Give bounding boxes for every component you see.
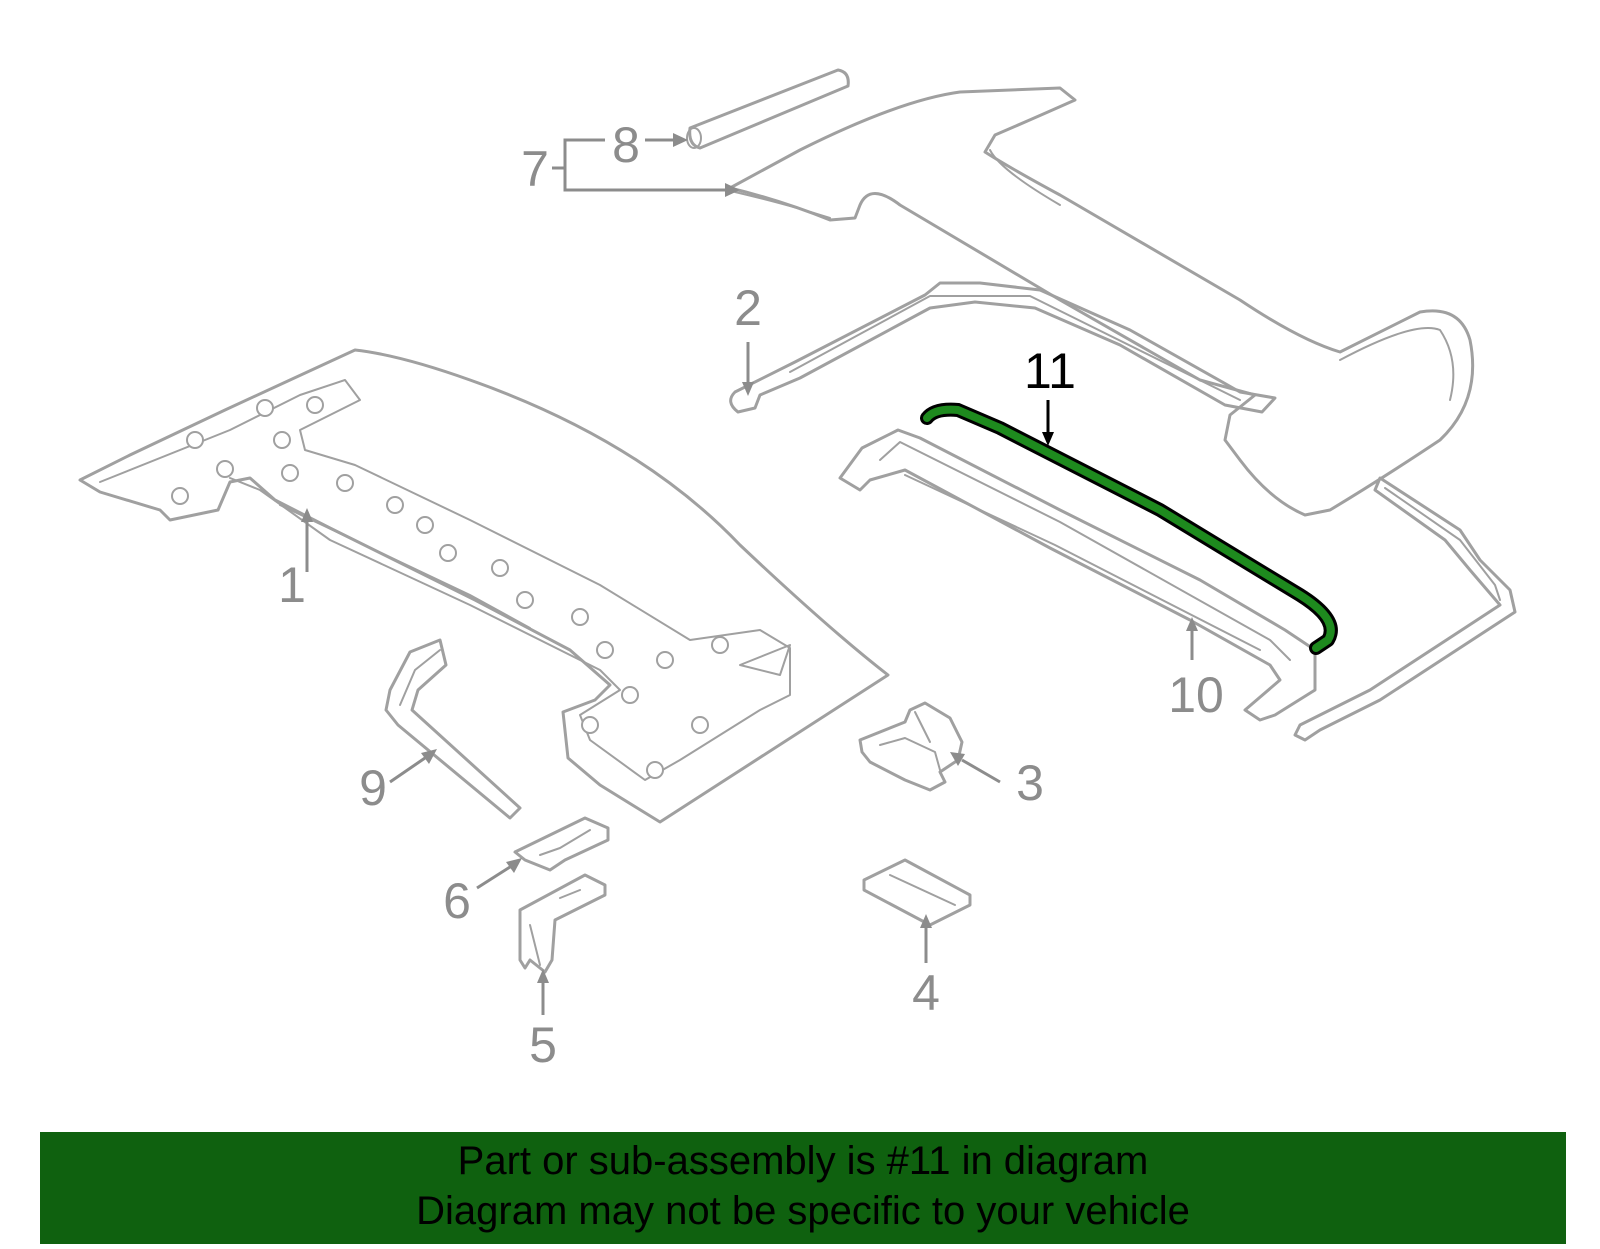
callout-1: 1 (278, 557, 306, 613)
part-8-rod (686, 68, 850, 150)
banner-line-2: Diagram may not be specific to your vehi… (416, 1189, 1190, 1233)
part-4-plate (862, 858, 972, 927)
callout-5: 5 (529, 1017, 557, 1073)
callout-3: 3 (1016, 755, 1044, 811)
callout-7: 7 (521, 141, 549, 197)
callout-10: 10 (1168, 667, 1224, 723)
part-long-side-seal (1293, 476, 1517, 742)
part-2-seal (729, 281, 1277, 414)
part-1-panel (78, 348, 890, 824)
callout-4: 4 (912, 965, 940, 1021)
banner-line-1: Part or sub-assembly is #11 in diagram (457, 1139, 1149, 1183)
leaders (301, 133, 1198, 1015)
part-10-rail (838, 428, 1317, 722)
part-9-strip (384, 638, 522, 820)
info-banner: Part or sub-assembly is #11 in diagram D… (40, 1132, 1566, 1244)
callout-11: 11 (1024, 343, 1076, 399)
callout-2: 2 (734, 280, 762, 336)
callout-9: 9 (359, 760, 387, 816)
callout-labels: 1 2 3 4 5 6 7 8 9 10 11 (278, 117, 1224, 1073)
part-6-clip (513, 816, 610, 872)
callout-8: 8 (612, 117, 640, 173)
part-5-angle-bracket (518, 873, 607, 974)
part-11-seal-highlighted (920, 402, 1338, 655)
part-7-deck-panel (728, 86, 1475, 517)
callout-6: 6 (443, 873, 471, 929)
part-3-bracket (858, 701, 964, 792)
